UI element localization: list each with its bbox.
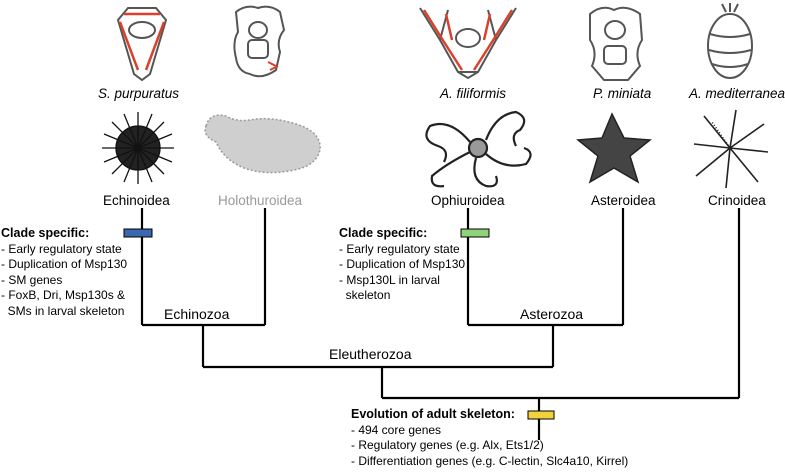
clade-specific-item: - Duplication of Msp130 bbox=[339, 257, 466, 271]
adult-skeleton-marker bbox=[527, 410, 555, 420]
species-label-filiformis: A. filiformis bbox=[440, 86, 507, 101]
larva-holothuroidea-icon bbox=[233, 5, 286, 78]
clade-specific-heading: Clade specific: bbox=[1, 226, 90, 240]
clade-specific-item: - FoxB, Dri, Msp130s & bbox=[1, 288, 126, 302]
class-label-asteroidea: Asteroidea bbox=[591, 193, 656, 208]
adult-crinoidea-icon bbox=[693, 109, 769, 189]
adult-asteroidea-icon bbox=[576, 112, 652, 184]
larva-ophiuroidea-icon bbox=[419, 7, 517, 80]
species-label-purpuratus: S. purpuratus bbox=[98, 86, 180, 101]
adult-skeleton-item: - 494 core genes bbox=[351, 422, 442, 437]
larva-crinoidea-icon bbox=[707, 3, 753, 79]
clade-specific-item: - Early regulatory state bbox=[1, 241, 122, 256]
node-label-echinozoa: Echinozoa bbox=[164, 306, 230, 322]
larva-asteroidea-icon bbox=[589, 6, 644, 81]
clade-specific-box-ophiuroidea: Clade specific: - Early regulatory state… bbox=[339, 226, 471, 304]
clade-specific-item: - Duplication of Msp130 bbox=[1, 257, 128, 271]
adult-skeleton-item: - Regulatory genes (e.g. Alx, Ets1/2) bbox=[351, 438, 544, 452]
clade-specific-item: - Msp130L in larval bbox=[339, 272, 440, 287]
clade-specific-item: SMs in larval skeleton bbox=[1, 303, 125, 318]
adult-ophiuroidea-icon bbox=[425, 110, 532, 188]
clade-specific-heading: Clade specific: bbox=[339, 226, 428, 240]
clade-specific-item: - Early regulatory state bbox=[339, 241, 460, 256]
ophiuroidea-clade-marker bbox=[460, 228, 490, 238]
adult-echinoidea-icon bbox=[102, 112, 174, 184]
node-label-eleutherozoa: Eleutherozoa bbox=[329, 346, 412, 362]
species-label-mediterranea: A. mediterranea bbox=[689, 86, 785, 101]
adult-skeleton-heading: Evolution of adult skeleton: bbox=[351, 407, 515, 421]
echinoidea-clade-marker bbox=[123, 228, 153, 238]
species-label-miniata: P. miniata bbox=[593, 86, 652, 101]
class-label-crinoidea: Crinoidea bbox=[708, 193, 766, 208]
node-label-asterozoa: Asterozoa bbox=[520, 306, 584, 322]
class-label-echinoidea: Echinoidea bbox=[103, 193, 170, 208]
adult-skeleton-box: Evolution of adult skeleton: - 494 core … bbox=[351, 407, 771, 469]
clade-specific-item: skeleton bbox=[339, 288, 391, 302]
class-label-holothuroidea: Holothuroidea bbox=[218, 193, 303, 208]
clade-specific-item: - SM genes bbox=[1, 272, 63, 287]
class-label-ophiuroidea: Ophiuroidea bbox=[431, 193, 505, 208]
adult-skeleton-item: - Differentiation genes (e.g. C-lectin, … bbox=[351, 453, 629, 468]
larva-echinoidea-icon bbox=[116, 7, 168, 82]
phylogeny-tree bbox=[140, 208, 741, 440]
adult-holothuroidea-icon bbox=[204, 114, 321, 174]
clade-specific-box-echinoidea: Clade specific: - Early regulatory state… bbox=[1, 226, 141, 319]
